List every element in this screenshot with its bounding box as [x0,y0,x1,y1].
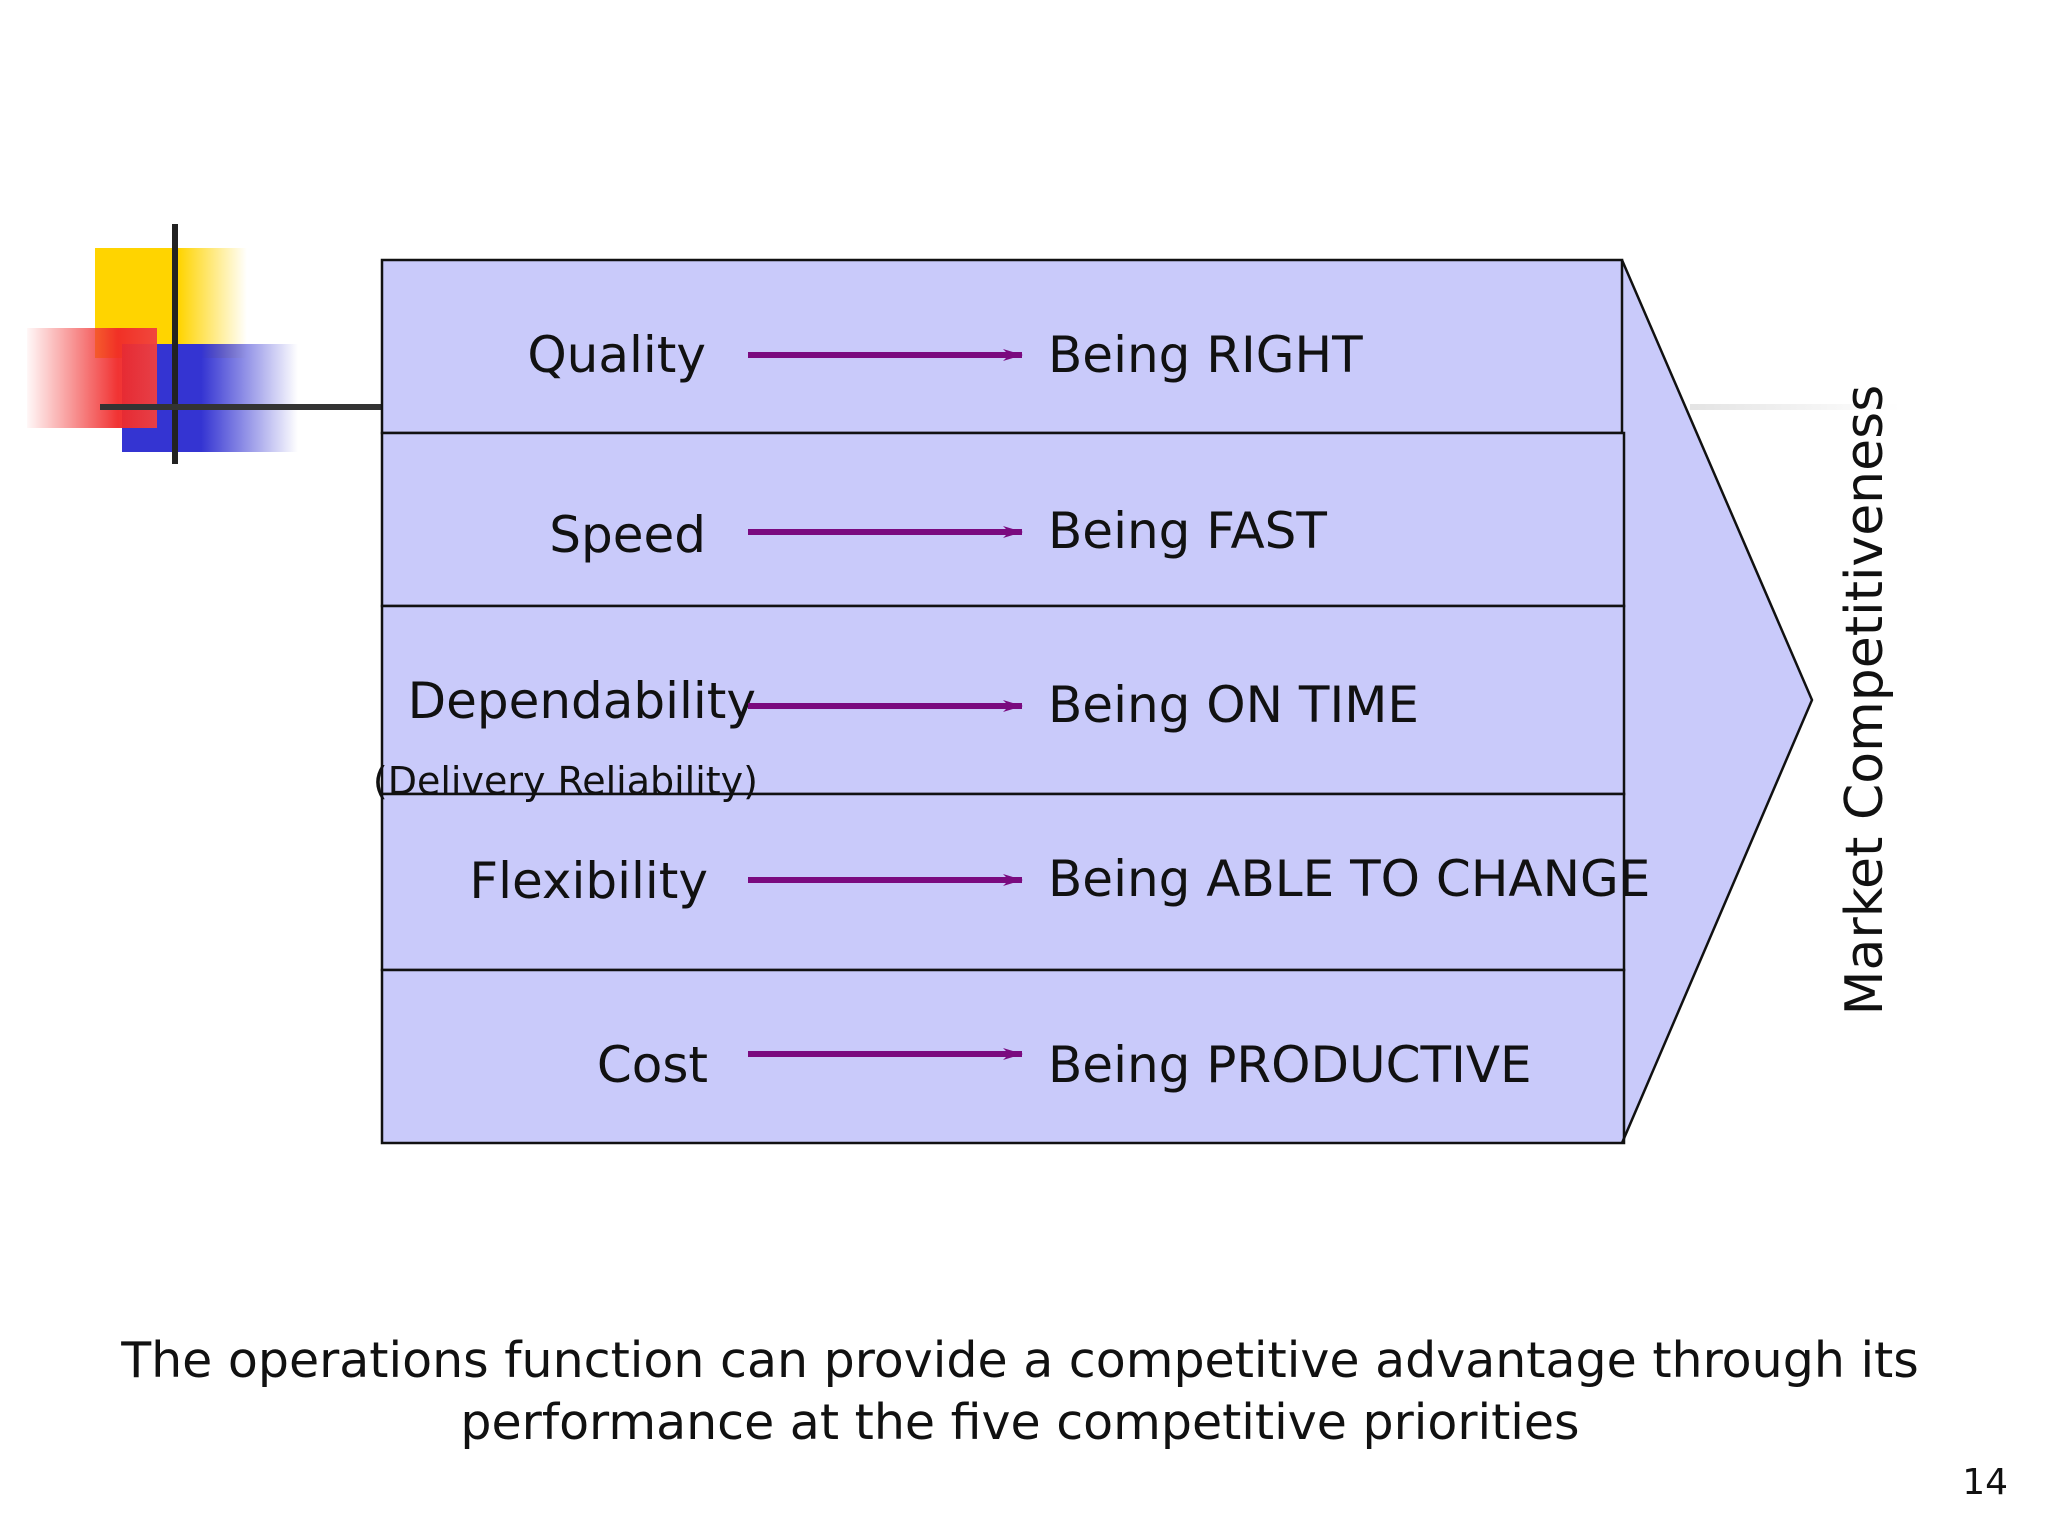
decorative-vertical-line [172,224,178,464]
row-box-speed [380,431,1626,608]
row-box-quality [380,258,1624,435]
market-competitiveness-label: Market Competitiveness [1835,385,1895,1016]
decorative-red-square [27,328,157,428]
row-outcome-dependability: Being ON TIME [1048,676,1419,734]
slide-caption: The operations function can provide a co… [100,1330,1940,1454]
caption-line-2: performance at the five competitive prio… [460,1394,1580,1451]
decorative-horizontal-line [100,404,384,410]
row-sublabel-dependability: (Delivery Reliability) [373,759,758,803]
caption-line-1: The operations function can provide a co… [121,1332,1919,1389]
row-label-speed: Speed [549,506,706,564]
market-arrow-shape [1622,260,1812,1143]
row-label-quality: Quality [527,326,706,384]
row-label-cost: Cost [597,1036,708,1094]
row-outcome-quality: Being RIGHT [1048,326,1363,384]
row-outcome-speed: Being FAST [1048,502,1327,560]
row-label-flexibility: Flexibility [469,852,708,910]
market-arrow-outline [1620,259,1814,1144]
row-outcome-cost: Being PRODUCTIVE [1048,1036,1532,1094]
row-outcome-flexibility: Being ABLE TO CHANGE [1048,850,1650,908]
decorative-faint-line [1690,404,1900,410]
page-number: 14 [1962,1462,2008,1503]
row-label-dependability: Dependability [408,672,756,730]
